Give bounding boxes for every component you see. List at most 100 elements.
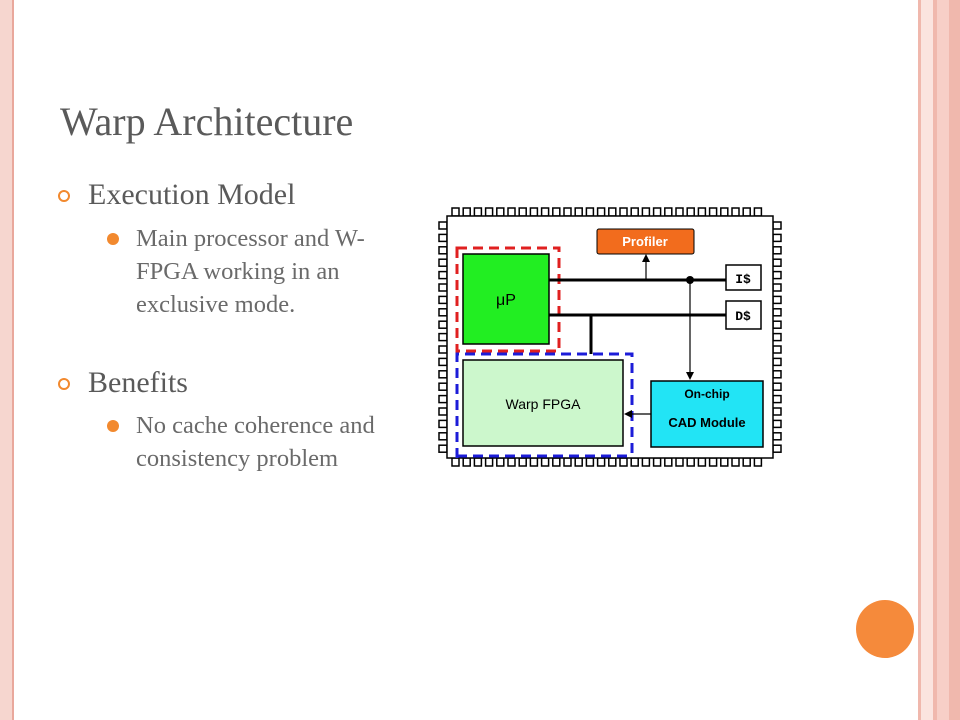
chip-pin xyxy=(742,207,751,217)
chip-pin xyxy=(438,258,448,267)
chip-pin xyxy=(772,308,782,317)
bullet-execution-model: Execution Model xyxy=(88,178,296,211)
icache-block xyxy=(725,264,762,291)
chip-pin xyxy=(507,207,516,217)
chip-pin xyxy=(507,457,516,467)
chip-pin xyxy=(697,207,707,217)
chip-pin xyxy=(608,207,617,217)
decorative-orange-circle xyxy=(856,600,914,658)
bullet-benefits: Benefits xyxy=(88,366,188,399)
chip-pin xyxy=(772,382,782,391)
chip-pin xyxy=(772,221,782,230)
chip-pin xyxy=(772,370,782,379)
chip-pin xyxy=(772,246,782,255)
chip-pin xyxy=(772,357,782,367)
chip-pin xyxy=(540,457,550,467)
chip-pin xyxy=(731,457,740,467)
chip-pin xyxy=(742,457,751,467)
chip-pin xyxy=(675,207,684,217)
chip-pin xyxy=(720,457,729,467)
chip-pin xyxy=(473,207,483,217)
chip-pin xyxy=(438,308,448,317)
bullet-text-exclusive-mode: Main processor and W-FPGA working in an … xyxy=(136,225,365,318)
ring-bullet-icon xyxy=(58,378,70,390)
chip-pin xyxy=(563,207,572,217)
chip-pin xyxy=(462,457,471,467)
slide-title: Warp Architecture xyxy=(60,99,354,144)
chip-pin xyxy=(772,270,782,280)
chip-pin xyxy=(619,457,628,467)
profiler-label: Profiler xyxy=(622,234,668,249)
chip-pin xyxy=(529,457,539,467)
chip-pin xyxy=(438,419,448,429)
chip-pin xyxy=(664,457,673,467)
chip-pin xyxy=(574,207,583,217)
chip-pin xyxy=(641,207,651,217)
chip-pin xyxy=(686,207,695,217)
chip-pin xyxy=(619,207,628,217)
cad-module-label-1: On-chip xyxy=(684,387,729,401)
right-border-stripe xyxy=(918,0,921,720)
chip-pin xyxy=(540,207,550,217)
chip-pin xyxy=(529,207,539,217)
chip-pin xyxy=(484,457,494,467)
icache-label: I$ xyxy=(735,272,751,287)
chip-pin xyxy=(438,444,448,453)
chip-pin xyxy=(753,457,763,467)
chip-pin xyxy=(596,207,606,217)
chip-pin xyxy=(585,207,595,217)
chip-pin xyxy=(596,457,606,467)
chip-pin xyxy=(708,457,718,467)
chip-pin xyxy=(772,394,782,404)
chip-pin xyxy=(438,320,448,329)
ring-bullet-icon xyxy=(58,190,70,202)
chip-pin xyxy=(518,207,527,217)
chip-pin xyxy=(438,221,448,230)
chip-pin xyxy=(438,370,448,379)
right-border-stripe xyxy=(921,0,933,720)
chip-pin xyxy=(585,457,595,467)
chip-pin xyxy=(496,457,505,467)
chip-pin xyxy=(772,332,782,342)
chip-pin xyxy=(772,258,782,267)
chip-pin xyxy=(484,207,494,217)
chip-pin xyxy=(630,207,639,217)
right-border-stripe xyxy=(933,0,937,720)
chip-pin xyxy=(518,457,527,467)
chip-pin xyxy=(451,457,460,467)
chip-pin xyxy=(552,457,561,467)
chip-pin xyxy=(720,207,729,217)
chip-pin xyxy=(772,283,782,292)
chip-pin xyxy=(772,407,782,416)
left-border-line xyxy=(12,0,14,720)
dcache-block xyxy=(725,300,762,330)
chip-pin xyxy=(438,283,448,292)
bullet-text-coherence: No cache coherence and consistency probl… xyxy=(136,412,375,472)
cad-module-block xyxy=(650,380,764,448)
chip-pin xyxy=(438,407,448,416)
chip-pin xyxy=(438,382,448,391)
chip-pin xyxy=(438,394,448,404)
chip-pin xyxy=(608,457,617,467)
dot-bullet-icon xyxy=(107,420,119,432)
cad-module-label-2: CAD Module xyxy=(668,415,745,430)
chip-pin xyxy=(753,207,763,217)
red-dashed-outline xyxy=(455,246,561,353)
chip-pin xyxy=(731,207,740,217)
chip-pin xyxy=(652,207,662,217)
chip-pin xyxy=(438,357,448,367)
chip-pin xyxy=(438,345,448,354)
chip-pin xyxy=(496,207,505,217)
chip-pin xyxy=(438,270,448,280)
right-border-stripe xyxy=(949,0,960,720)
chip-pin xyxy=(438,233,448,243)
chip-pin xyxy=(686,457,695,467)
chip-pin xyxy=(552,207,561,217)
chip-pin xyxy=(664,207,673,217)
chip-pin xyxy=(438,332,448,342)
right-border-stripe xyxy=(937,0,949,720)
chip-pin xyxy=(574,457,583,467)
dcache-label: D$ xyxy=(735,309,751,324)
chip-pin xyxy=(772,295,782,305)
chip-pin xyxy=(772,444,782,453)
